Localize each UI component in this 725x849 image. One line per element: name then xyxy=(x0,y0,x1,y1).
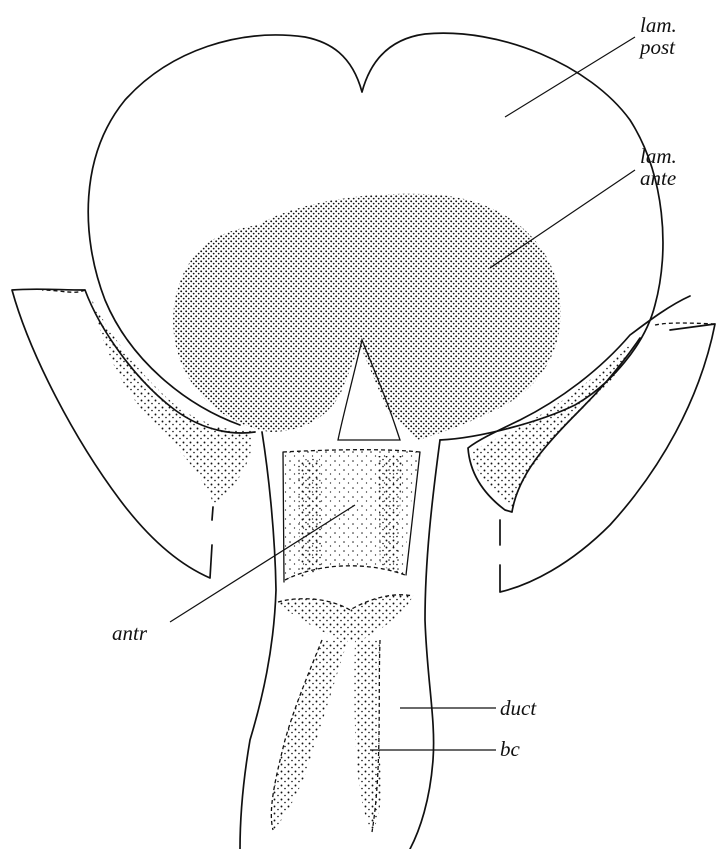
bursa-right-branch xyxy=(354,640,381,832)
leader-lam-post xyxy=(505,37,635,117)
label-lam-post-line2: post xyxy=(640,36,677,58)
bursa-upper-collar xyxy=(278,595,413,640)
label-lamella-antevaginalis: lam. ante xyxy=(640,145,677,189)
label-lam-ante-line2: ante xyxy=(640,167,677,189)
ductus-left-wall xyxy=(240,432,276,849)
label-lam-ante-line1: lam. xyxy=(640,145,677,167)
label-antrum: antr xyxy=(112,622,147,644)
label-lam-post-line1: lam. xyxy=(640,14,677,36)
label-bursa-copulatrix: bc xyxy=(500,738,520,760)
lamella-antevaginalis-plate xyxy=(173,194,561,440)
bursa-left-branch xyxy=(271,640,348,830)
leader-lam-ante xyxy=(490,170,635,268)
label-ductus: duct xyxy=(500,697,536,719)
label-lamella-postvaginalis: lam. post xyxy=(640,14,677,58)
